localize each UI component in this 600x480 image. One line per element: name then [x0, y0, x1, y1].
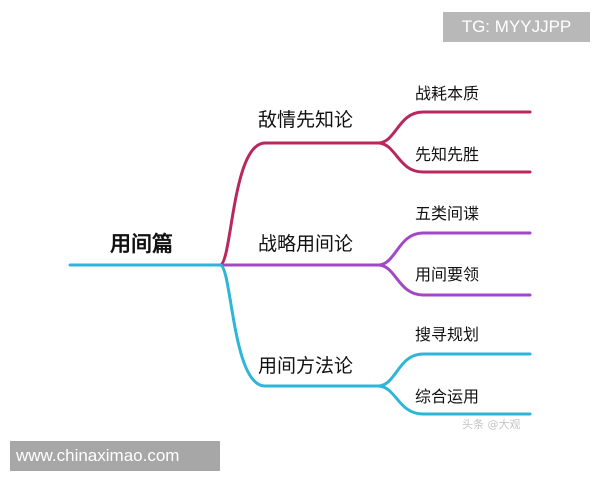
branch-label-1: 敌情先知论 [258, 109, 354, 131]
branch-label-2: 战略用间论 [258, 233, 354, 255]
root-node-label: 用间篇 [110, 232, 173, 256]
leaf-connector-3-1 [376, 352, 532, 388]
leaf-connector-1-1 [376, 110, 532, 145]
branch-connector-3 [218, 263, 380, 388]
tg-watermark: TG: MYYJJPP [443, 12, 590, 42]
faint-watermark: 头条 @大观 [462, 418, 521, 431]
leaf-connector-2-1 [376, 231, 532, 267]
leaf-connector-2-2 [376, 263, 532, 297]
leaf-label-3-2: 综合运用 [415, 387, 480, 406]
leaf-label-1-2: 先知先胜 [415, 145, 480, 164]
leaf-connector-3-2 [376, 384, 532, 416]
leaf-label-2-1: 五类间谍 [415, 204, 480, 223]
leaf-label-1-1: 战耗本质 [415, 84, 480, 103]
leaf-label-3-1: 搜寻规划 [415, 325, 480, 344]
site-watermark: www.chinaximao.com [10, 441, 220, 471]
leaf-connector-1-2 [376, 141, 532, 174]
branch-connector-1 [218, 141, 380, 267]
branch-label-3: 用间方法论 [258, 355, 354, 377]
leaf-label-2-2: 用间要领 [415, 265, 480, 284]
